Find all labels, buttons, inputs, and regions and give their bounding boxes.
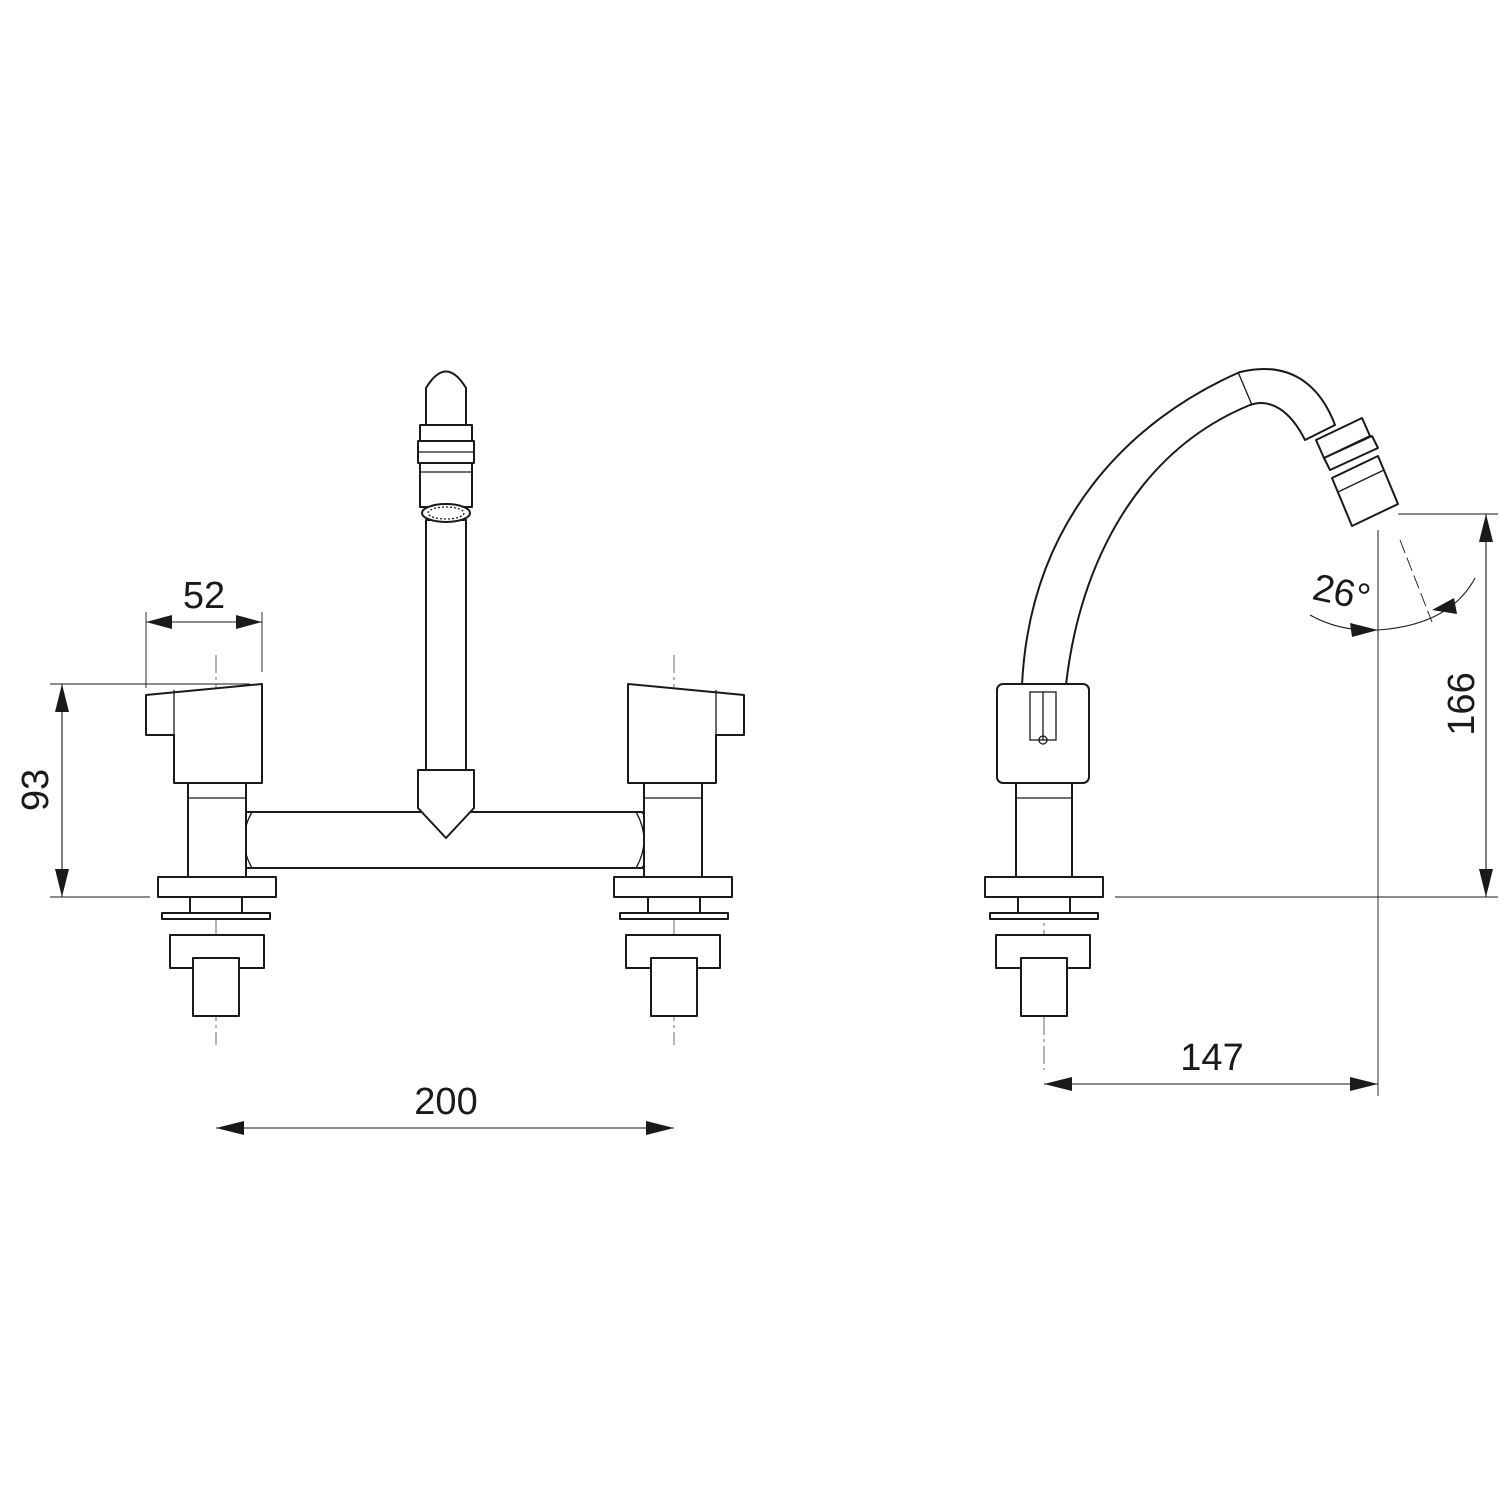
side-valve <box>984 683 1104 1017</box>
dimension-center-distance: 200 <box>216 1081 674 1135</box>
spout-side <box>1021 367 1399 686</box>
dimension-handle-width: 52 <box>145 575 263 688</box>
dimension-label-26deg: 26° <box>1309 567 1374 620</box>
dimension-label-147: 147 <box>1180 1037 1243 1079</box>
side-view <box>984 367 1399 1070</box>
spout-front <box>417 370 475 839</box>
dimension-spout-height: 166 <box>1115 513 1498 898</box>
right-valve <box>613 683 745 1017</box>
dimension-handle-height: 93 <box>15 683 250 898</box>
dimension-label-52: 52 <box>183 575 225 617</box>
dimension-label-200: 200 <box>414 1081 477 1123</box>
front-view <box>145 370 745 1045</box>
left-valve <box>145 683 277 1017</box>
dimension-spout-reach: 147 <box>1044 530 1379 1096</box>
dimension-spray-angle: 26° <box>1309 530 1476 640</box>
dimension-label-93: 93 <box>15 769 57 811</box>
dimension-label-166: 166 <box>1441 672 1483 735</box>
